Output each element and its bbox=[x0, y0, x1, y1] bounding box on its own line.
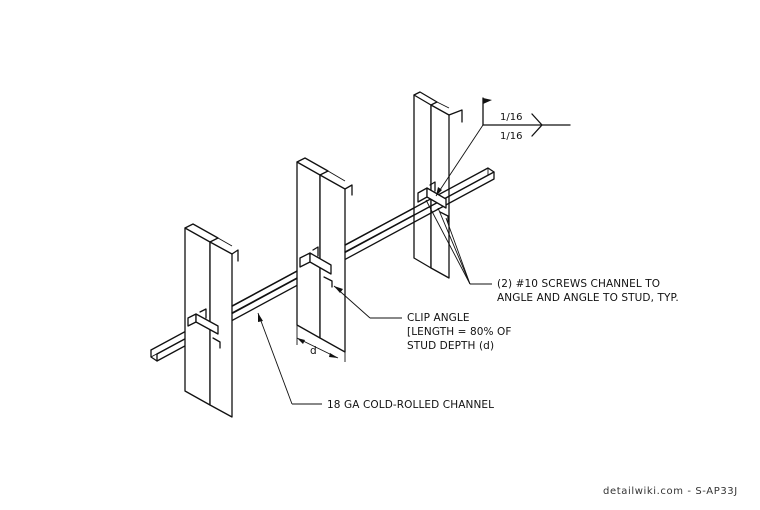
stud-rear bbox=[413, 91, 463, 279]
screws-note-line-2: ANGLE AND ANGLE TO STUD, TYP. bbox=[497, 292, 679, 304]
weld-size-bottom: 1/16 bbox=[500, 131, 522, 142]
clip-angle-note-line-3: STUD DEPTH (d) bbox=[407, 340, 494, 352]
stud-depth-dimension: d bbox=[296, 325, 346, 362]
channel-note: 18 GA COLD-ROLLED CHANNEL bbox=[327, 399, 494, 411]
clip-angle-note-line-2: [LENGTH = 80% OF bbox=[407, 326, 512, 338]
leader-channel bbox=[257, 312, 322, 405]
leader-clip-angle bbox=[333, 285, 402, 319]
weld-size-top: 1/16 bbox=[500, 112, 522, 123]
leader-screws bbox=[425, 199, 492, 285]
weld-symbol: 1/16 1/16 bbox=[435, 97, 571, 197]
credit-text: detailwiki.com - S-AP33J bbox=[603, 486, 738, 497]
dimension-label: d bbox=[310, 345, 317, 357]
clip-angle-note-line-1: CLIP ANGLE bbox=[407, 312, 470, 324]
clip-angle-rear bbox=[417, 181, 449, 223]
clip-angle-middle bbox=[299, 246, 333, 288]
screws-note-line-1: (2) #10 SCREWS CHANNEL TO bbox=[497, 278, 660, 290]
clip-angle-front bbox=[187, 308, 221, 349]
channel-front-segments bbox=[231, 207, 415, 314]
